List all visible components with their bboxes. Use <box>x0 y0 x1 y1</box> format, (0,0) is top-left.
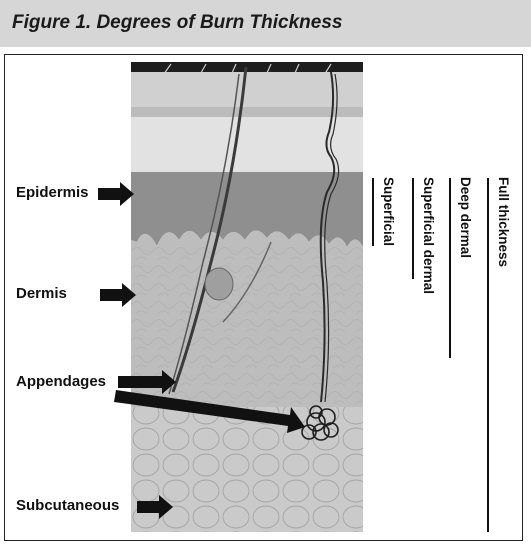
depth-label-full-thickness: Full thickness <box>496 177 511 268</box>
arrow-appendages-gland <box>114 390 305 433</box>
arrow-epidermis <box>98 182 134 206</box>
depth-label-deep-dermal: Deep dermal <box>458 177 473 259</box>
sweat-gland-coil <box>301 405 339 441</box>
depth-label-superficial: Superficial <box>381 177 396 247</box>
depth-line-deep-dermal <box>449 178 451 358</box>
depth-label-superficial-dermal: Superficial dermal <box>421 177 436 295</box>
depth-line-superficial <box>372 178 374 246</box>
depth-line-full-thickness <box>487 178 489 532</box>
label-epidermis: Epidermis <box>16 184 89 201</box>
depth-line-superficial-dermal <box>412 178 414 279</box>
arrow-dermis <box>100 283 136 307</box>
label-appendages: Appendages <box>16 373 107 390</box>
label-subcutaneous: Subcutaneous <box>16 497 120 514</box>
epidermis-layer <box>131 172 363 247</box>
sebaceous-gland <box>204 267 234 301</box>
hair-follicle <box>171 66 248 393</box>
figure-title: Figure 1. Degrees of Burn Thickness <box>12 12 343 33</box>
arrow-appendages-follicle <box>118 370 176 394</box>
sweat-duct <box>319 71 336 403</box>
arrow-subcutaneous <box>137 495 173 519</box>
figure-title-bar: Figure 1. Degrees of Burn Thickness <box>0 0 531 47</box>
skin-cross-section <box>131 62 363 532</box>
label-dermis: Dermis <box>16 285 67 302</box>
